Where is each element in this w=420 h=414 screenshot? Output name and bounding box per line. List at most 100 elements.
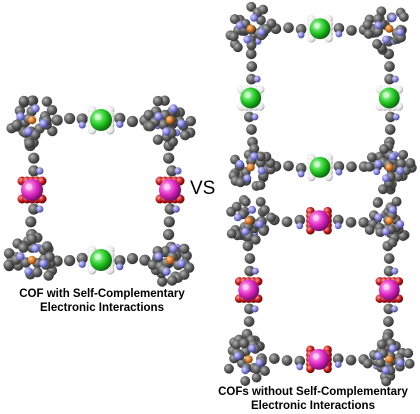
electron-poor-unit <box>308 348 330 370</box>
carbon-atom <box>396 158 407 169</box>
electron-rich-unit <box>378 87 400 109</box>
carbon-atom <box>139 254 151 266</box>
nitrogen-atom <box>78 260 86 268</box>
carbon-atom <box>26 95 37 107</box>
nitrogen-atom <box>392 113 400 121</box>
carbon-atom <box>362 358 373 369</box>
carbon-atom <box>258 4 269 15</box>
carbon-atom <box>18 242 29 253</box>
carbon-atom <box>385 111 396 123</box>
nitrogen-atom <box>169 104 178 113</box>
nitrogen-atom <box>36 167 44 175</box>
carbon-atom <box>158 119 169 130</box>
carbon-atom <box>379 144 390 154</box>
carbon-atom <box>384 124 396 135</box>
carbon-atom <box>51 114 63 126</box>
carbon-atom <box>387 237 398 248</box>
nitrogen-atom <box>374 159 383 168</box>
metal-atom <box>27 255 37 265</box>
carbon-atom <box>25 216 37 228</box>
carbon-atom <box>243 111 255 123</box>
nitrogen-atom <box>374 21 383 30</box>
nitrogen-atom <box>39 119 48 128</box>
carbon-atom <box>240 376 251 386</box>
nitrogen-atom <box>24 267 33 276</box>
carbon-atom <box>232 42 243 53</box>
nitrogen-atom <box>255 358 264 367</box>
metal-atom <box>165 255 175 265</box>
nitrogen-atom <box>248 205 257 214</box>
metal-atom <box>27 115 37 125</box>
nitrogen-atom <box>374 351 383 360</box>
carbon-atom <box>295 162 307 174</box>
nitrogen-atom <box>335 30 343 38</box>
nitrogen-atom <box>381 366 390 375</box>
carbon-atom <box>3 248 15 259</box>
carbon-atom <box>76 252 88 264</box>
carbon-atom <box>332 214 344 226</box>
nitrogen-atom <box>255 220 264 229</box>
nitrogen-atom <box>296 363 304 371</box>
nitrogen-atom <box>154 252 163 261</box>
carbon-atom <box>364 161 375 172</box>
nitrogen-atom <box>250 152 259 161</box>
carbon-atom <box>244 253 256 264</box>
carbon-atom <box>164 203 176 215</box>
electron-poor-unit-highlight <box>25 183 33 191</box>
carbon-atom <box>281 216 293 228</box>
nitrogen-atom <box>257 28 266 37</box>
carbon-atom <box>64 255 76 267</box>
nitrogen-atom <box>241 227 250 236</box>
caption-without-self-complementary: COFs without Self-Complementary Electron… <box>210 385 416 413</box>
nitrogen-atom <box>373 168 381 176</box>
nitrogen-atom <box>233 351 242 360</box>
carbon-atom <box>250 234 261 245</box>
carbon-atom <box>228 31 239 42</box>
electron-rich-unit-highlight <box>94 253 102 261</box>
nitrogen-atom <box>251 267 259 275</box>
electron-rich-unit <box>240 87 262 109</box>
carbon-atom <box>372 39 383 49</box>
carbon-atom <box>378 184 388 195</box>
carbon-atom <box>246 73 257 85</box>
electron-poor-unit <box>238 279 260 301</box>
nitrogen-atom <box>243 174 252 183</box>
carbon-atom <box>366 152 377 163</box>
carbon-atom <box>231 339 242 350</box>
nitrogen-atom <box>174 167 182 175</box>
electron-rich-unit-highlight <box>94 113 102 121</box>
carbon-atom <box>375 357 386 368</box>
carbon-atom <box>43 270 54 281</box>
electron-rich-unit-highlight <box>383 91 390 99</box>
carbon-atom <box>381 376 392 387</box>
carbon-atom <box>294 355 306 367</box>
carbon-atom <box>246 124 257 135</box>
caption-line-1: COFs without Self-Complementary <box>218 386 408 398</box>
nitrogen-atom <box>391 305 398 313</box>
nitrogen-atom <box>396 358 405 367</box>
nitrogen-atom <box>374 213 383 222</box>
electron-poor-unit-highlight <box>242 283 250 291</box>
carbon-atom <box>384 73 395 85</box>
nitrogen-atom <box>381 35 390 44</box>
carbon-atom <box>46 104 58 116</box>
metal-atom <box>165 115 175 125</box>
nitrogen-atom <box>335 168 343 176</box>
electron-poor-unit <box>378 279 400 301</box>
metal-atom <box>246 163 255 172</box>
carbon-atom <box>163 216 175 228</box>
carbon-atom <box>255 180 266 191</box>
carbon-atom <box>358 217 370 228</box>
carbon-atom <box>179 269 190 280</box>
nitrogen-atom <box>388 152 397 161</box>
carbon-atom <box>383 253 395 264</box>
electron-poor-unit-highlight <box>312 214 320 222</box>
metal-atom <box>244 355 253 364</box>
carbon-atom <box>28 165 40 177</box>
carbon-atom <box>126 253 138 265</box>
carbon-atom <box>28 152 40 164</box>
nitrogen-atom <box>24 127 33 136</box>
carbon-atom <box>255 196 266 207</box>
carbon-atom <box>383 265 395 277</box>
carbon-atom <box>246 61 258 72</box>
